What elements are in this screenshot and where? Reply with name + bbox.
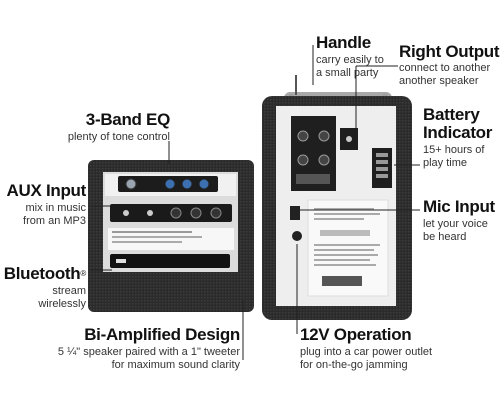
handle-desc-2: a small party (316, 67, 379, 79)
mic-title: Mic Input (423, 197, 495, 216)
eq-desc: plenty of tone control (67, 131, 170, 143)
bluetooth-desc-1: stream (52, 285, 86, 297)
bluetooth-desc-2: wirelessly (38, 298, 86, 310)
aux-title: AUX Input (6, 181, 87, 200)
aux-desc-1: mix in music (25, 202, 86, 214)
v12-desc-2: for on-the-go jamming (300, 359, 408, 371)
back-speaker (262, 75, 412, 320)
handle-title: Handle (316, 33, 371, 52)
battery-title-1: Battery (423, 105, 480, 124)
front-speaker (88, 160, 254, 312)
biamp-desc-1: 5 ¼" speaker paired with a 1" tweeter (57, 346, 240, 358)
bluetooth-title: Bluetooth® (3, 264, 87, 283)
battery-title-2: Indicator (423, 123, 493, 142)
battery-desc-1: 15+ hours of (423, 144, 485, 156)
registered-mark: ® (80, 269, 86, 278)
battery-desc-2: play time (423, 157, 468, 169)
eq-title: 3-Band EQ (85, 110, 171, 129)
aux-desc-2: from an MP3 (23, 215, 86, 227)
handle-desc-1: carry easily to (316, 54, 384, 66)
biamp-title: Bi-Amplified Design (84, 325, 240, 344)
right-output-desc-1: connect to another (399, 62, 491, 74)
right-output-title: Right Output (399, 42, 500, 61)
mic-desc-1: let your voice (423, 218, 488, 230)
v12-desc-1: plug into a car power outlet (300, 346, 433, 358)
mic-desc-2: be heard (423, 231, 467, 243)
right-output-desc-2: another speaker (399, 75, 479, 87)
leader-lines (90, 45, 420, 360)
v12-title: 12V Operation (300, 325, 412, 344)
biamp-desc-2: for maximum sound clarity (111, 359, 240, 371)
